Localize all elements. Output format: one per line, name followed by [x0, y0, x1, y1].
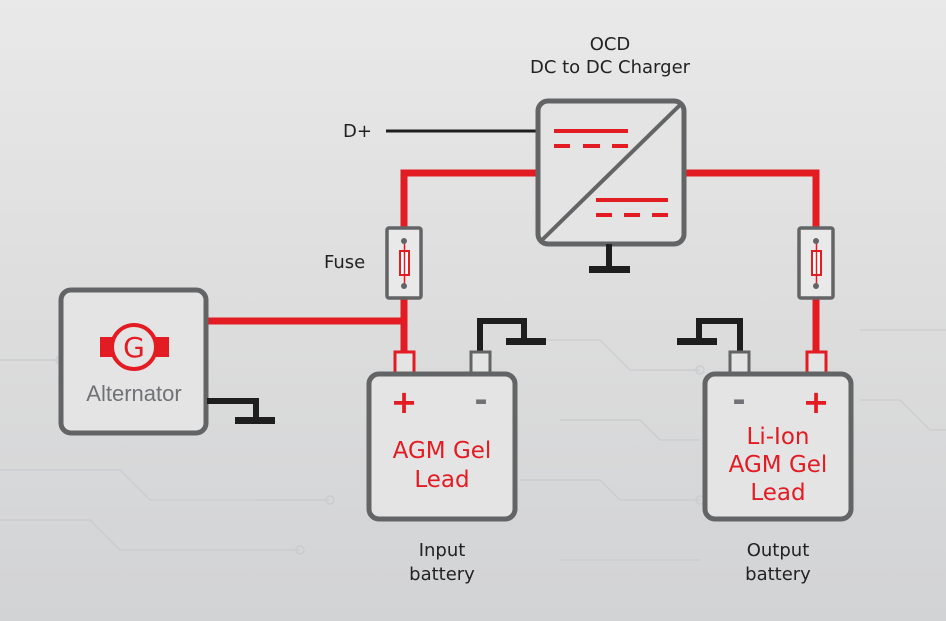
output-fuse	[797, 226, 835, 300]
output-battery-caption-line1: Output	[747, 540, 810, 561]
positive-wires	[207, 169, 820, 352]
output-battery-type-line1: Li-Ion	[747, 424, 810, 450]
charger-subtitle: DC to DC Charger	[530, 57, 691, 78]
charger-ground-symbol	[589, 244, 630, 273]
output-battery-caption-line2: battery	[745, 564, 811, 585]
input-battery-caption-line2: battery	[409, 564, 475, 585]
wire-charger-to-output-fuse	[684, 169, 820, 228]
generator-icon: G	[100, 323, 169, 371]
charger-title: OCD	[590, 34, 631, 55]
output-battery: - + Li-Ion AGM Gel Lead	[702, 350, 854, 522]
input-battery-type-line2: Lead	[414, 467, 469, 493]
input-battery: + - AGM Gel Lead	[366, 350, 518, 522]
input-battery-minus: -	[474, 381, 487, 419]
alternator-box: G Alternator	[58, 287, 209, 436]
alternator-label: Alternator	[86, 381, 181, 406]
output-battery-plus: +	[803, 383, 830, 421]
dc-symbol-top	[554, 129, 628, 148]
fuse-label: Fuse	[324, 252, 365, 273]
input-battery-type-line1: AGM Gel	[393, 438, 492, 464]
dc-symbol-bottom	[596, 198, 668, 217]
output-battery-ground-wire	[677, 318, 743, 352]
dc-charger-box	[535, 98, 687, 247]
input-fuse	[385, 226, 423, 300]
input-battery-caption-line1: Input	[419, 540, 466, 561]
output-battery-minus: -	[732, 381, 745, 419]
wire-charger-to-input-fuse	[400, 169, 538, 228]
d-plus-label: D+	[343, 121, 372, 142]
generator-symbol: G	[123, 331, 145, 364]
input-battery-plus: +	[391, 383, 418, 421]
alternator-ground-symbol	[207, 398, 275, 424]
output-battery-type-line2: AGM Gel	[729, 452, 828, 478]
input-battery-ground-wire	[477, 318, 546, 352]
output-battery-type-line3: Lead	[750, 480, 805, 506]
